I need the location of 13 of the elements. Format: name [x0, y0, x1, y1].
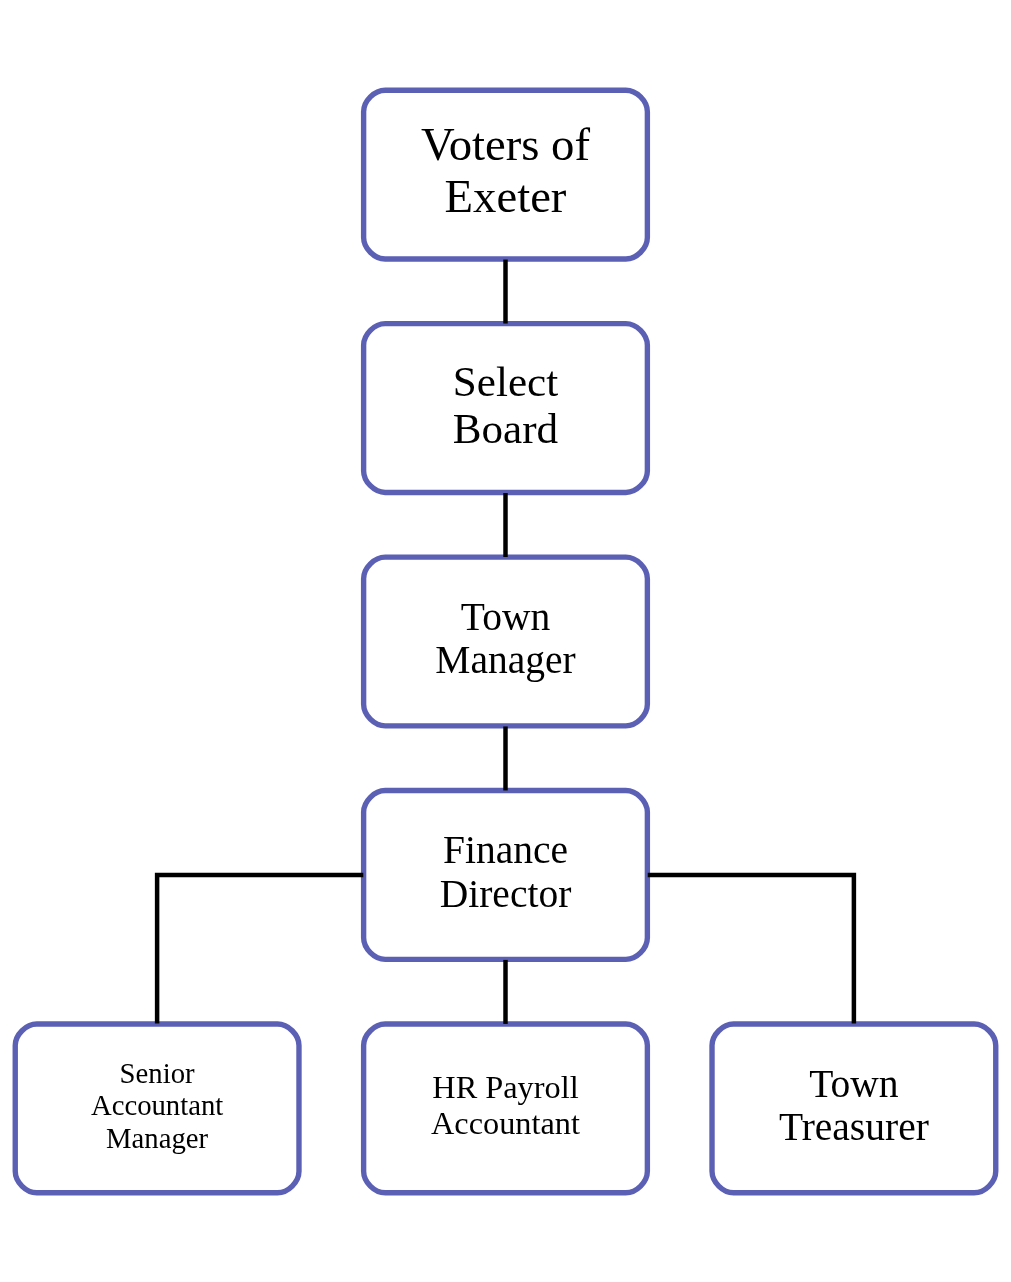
- node-box: Town Manager: [360, 553, 651, 729]
- node-box: HR Payroll Accountant: [360, 1020, 651, 1195]
- connector: [503, 259, 508, 324]
- connector: [154, 872, 364, 1023]
- node-box: Voters of Exeter: [360, 87, 651, 262]
- connector: [503, 492, 508, 557]
- node-box: Finance Director: [360, 787, 651, 962]
- node-box: Select Board: [360, 320, 651, 495]
- node-box: Town Treasurer: [709, 1020, 999, 1195]
- connector: [503, 725, 508, 790]
- connector: [503, 959, 508, 1024]
- connector: [647, 872, 857, 1023]
- node-box: Senior Accountant Manager: [12, 1020, 302, 1195]
